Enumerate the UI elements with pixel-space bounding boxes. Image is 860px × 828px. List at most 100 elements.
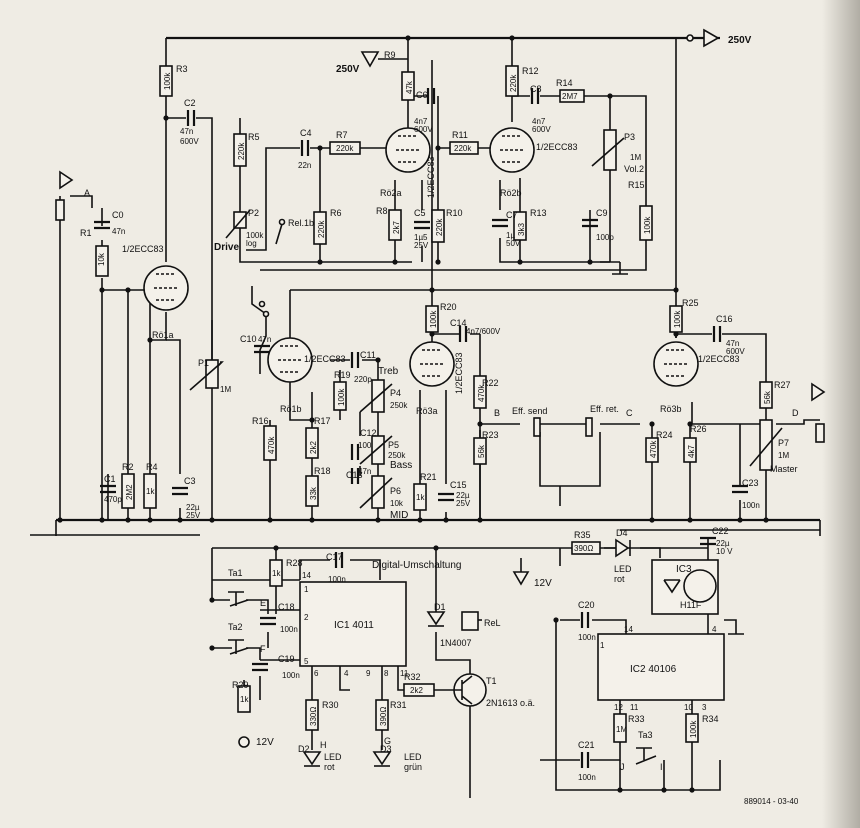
board-title: Digital-Umschaltung [372,560,461,571]
svg-text:C7: C7 [506,210,518,220]
svg-text:4n7/600V: 4n7/600V [466,327,501,336]
output-jack[interactable]: D [792,382,826,443]
svg-text:1µ: 1µ [506,231,515,240]
svg-text:R21: R21 [420,472,437,482]
resistor-r18: R18 33k [305,466,331,507]
svg-text:LED: LED [614,564,632,574]
hv-supply-left: 250V [336,51,408,75]
svg-text:2k7: 2k7 [392,221,401,234]
svg-text:C19: C19 [278,654,295,664]
input-jack[interactable]: A [55,170,90,221]
svg-text:220k: 220k [336,144,354,153]
svg-text:R10: R10 [446,208,463,218]
svg-text:R1: R1 [80,228,92,238]
transistor-t1: T1 2N1613 o.ä. [453,673,535,708]
svg-text:R2: R2 [122,462,134,472]
resistor-r21: R21 1k [413,472,437,511]
svg-text:R23: R23 [482,430,499,440]
hv-supply-right: 250V [686,28,752,48]
svg-text:4k7: 4k7 [687,445,696,458]
svg-text:6: 6 [314,669,319,678]
svg-text:R25: R25 [682,298,699,308]
svg-text:J: J [620,762,625,772]
svg-text:1M: 1M [778,451,789,460]
svg-text:R18: R18 [314,466,331,476]
svg-text:50V: 50V [506,239,521,248]
svg-text:100k: 100k [246,231,264,240]
svg-text:R34: R34 [702,714,719,724]
eff-send-jack[interactable]: Eff. send B [494,406,547,437]
svg-text:R19: R19 [334,370,351,380]
svg-text:10k: 10k [97,252,106,266]
svg-text:4n7: 4n7 [532,117,546,126]
tube-ref: Rö2a [380,188,402,198]
svg-text:33k: 33k [309,486,318,500]
svg-text:F: F [260,644,266,654]
svg-text:Eff. ret.: Eff. ret. [590,404,619,414]
svg-text:8: 8 [384,669,389,678]
switch-ta1[interactable]: Ta1 E [228,568,266,608]
switch-ta3[interactable]: Ta3 J I [620,730,663,772]
svg-text:P2: P2 [248,208,259,218]
svg-text:600V: 600V [180,137,199,146]
svg-text:C21: C21 [578,740,595,750]
svg-text:1: 1 [304,585,309,594]
svg-text:C1: C1 [104,474,116,484]
svg-text:log: log [246,239,257,248]
ic1-label: IC1 4011 [334,620,374,631]
svg-text:C10: C10 [240,334,257,344]
svg-text:R17: R17 [314,416,331,426]
svg-text:14: 14 [624,625,633,634]
svg-text:C9: C9 [596,208,608,218]
lv-label: 12V [534,578,552,589]
svg-text:220k: 220k [509,74,518,92]
svg-text:4: 4 [712,625,717,634]
svg-text:R28: R28 [286,558,303,568]
svg-text:R9: R9 [384,50,396,60]
svg-text:1k: 1k [416,493,425,502]
switch-ta2[interactable]: Ta2 F [228,622,266,655]
svg-text:D2: D2 [298,744,310,754]
tube-type: 1/2ECC83 [304,354,346,364]
resistor-r1: R1 10k [80,228,109,277]
svg-text:R33: R33 [628,714,645,724]
svg-text:C22: C22 [712,526,729,536]
tube-type: 1/2ECC83 [426,156,436,198]
ic2: IC2 40106 14 1 12 11 10 3 4 [597,625,725,712]
ic3-optocoupler: IC3 H11F [651,559,719,615]
svg-text:Drive: Drive [214,242,239,253]
svg-text:220k: 220k [237,142,246,160]
svg-text:C14: C14 [450,318,467,328]
led-d4: D4 LED rot [614,528,632,584]
led-d3: D3 G LED grün [372,736,422,772]
eff-ret-jack[interactable]: Eff. ret. C [585,404,633,437]
svg-text:100n: 100n [328,575,346,584]
svg-text:100n: 100n [742,501,760,510]
svg-text:47k: 47k [405,80,414,94]
svg-text:10 V: 10 V [716,547,733,556]
